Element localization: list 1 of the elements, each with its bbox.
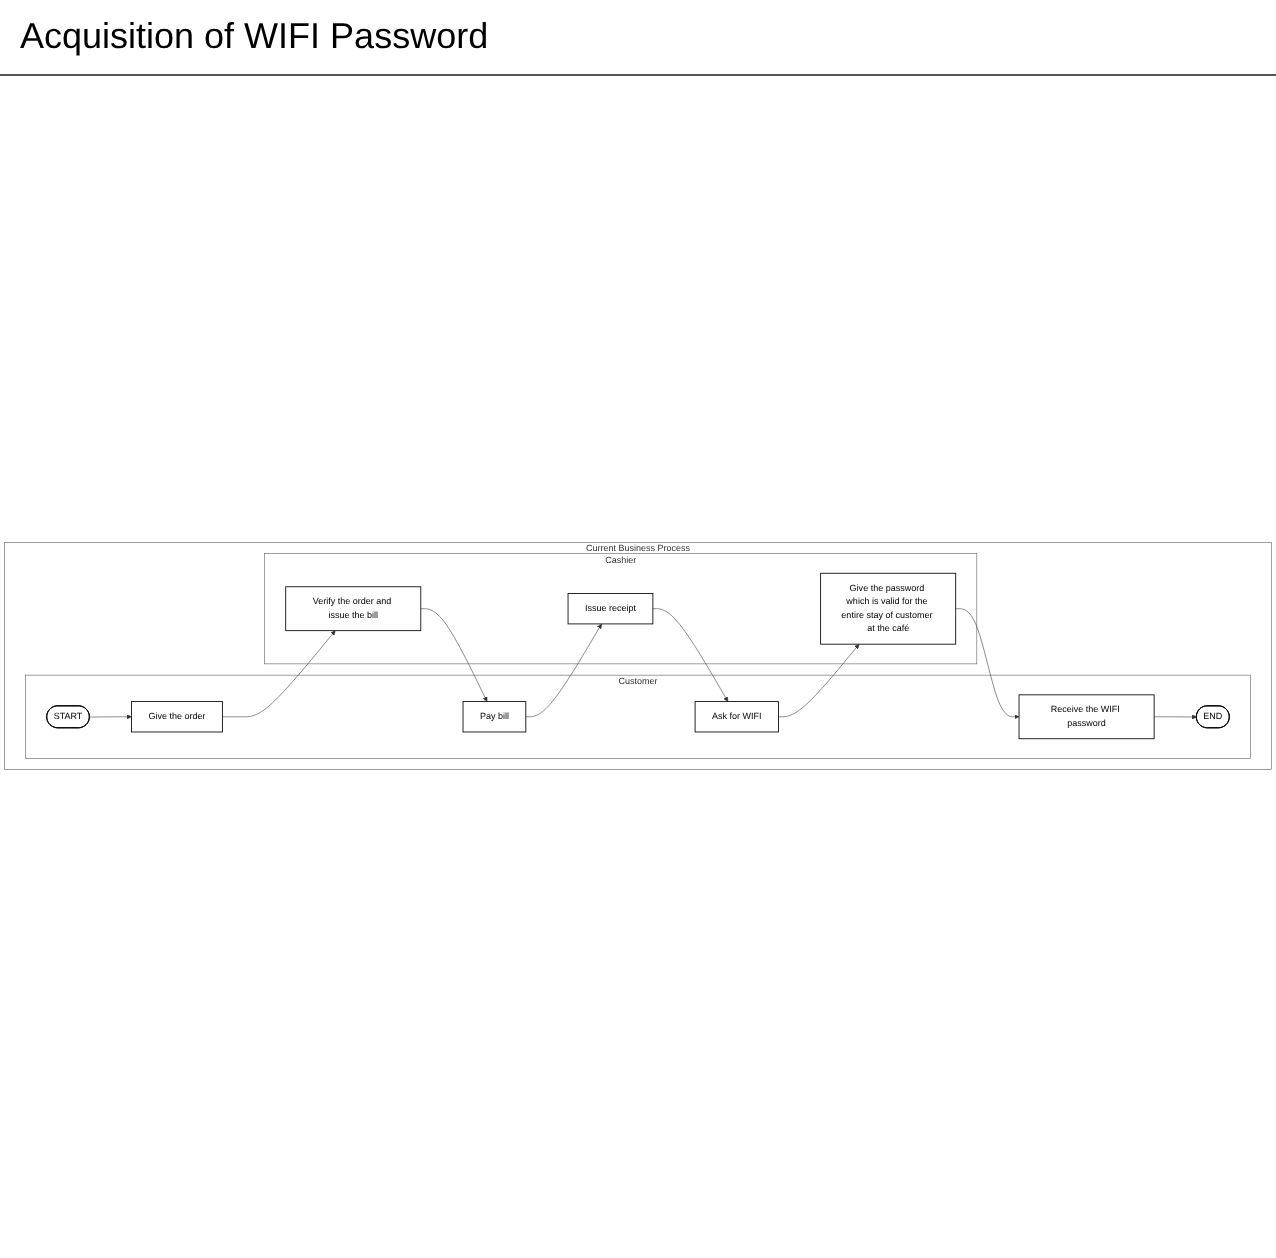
diagram-title: Acquisition of WIFI Password — [0, 0, 1276, 76]
